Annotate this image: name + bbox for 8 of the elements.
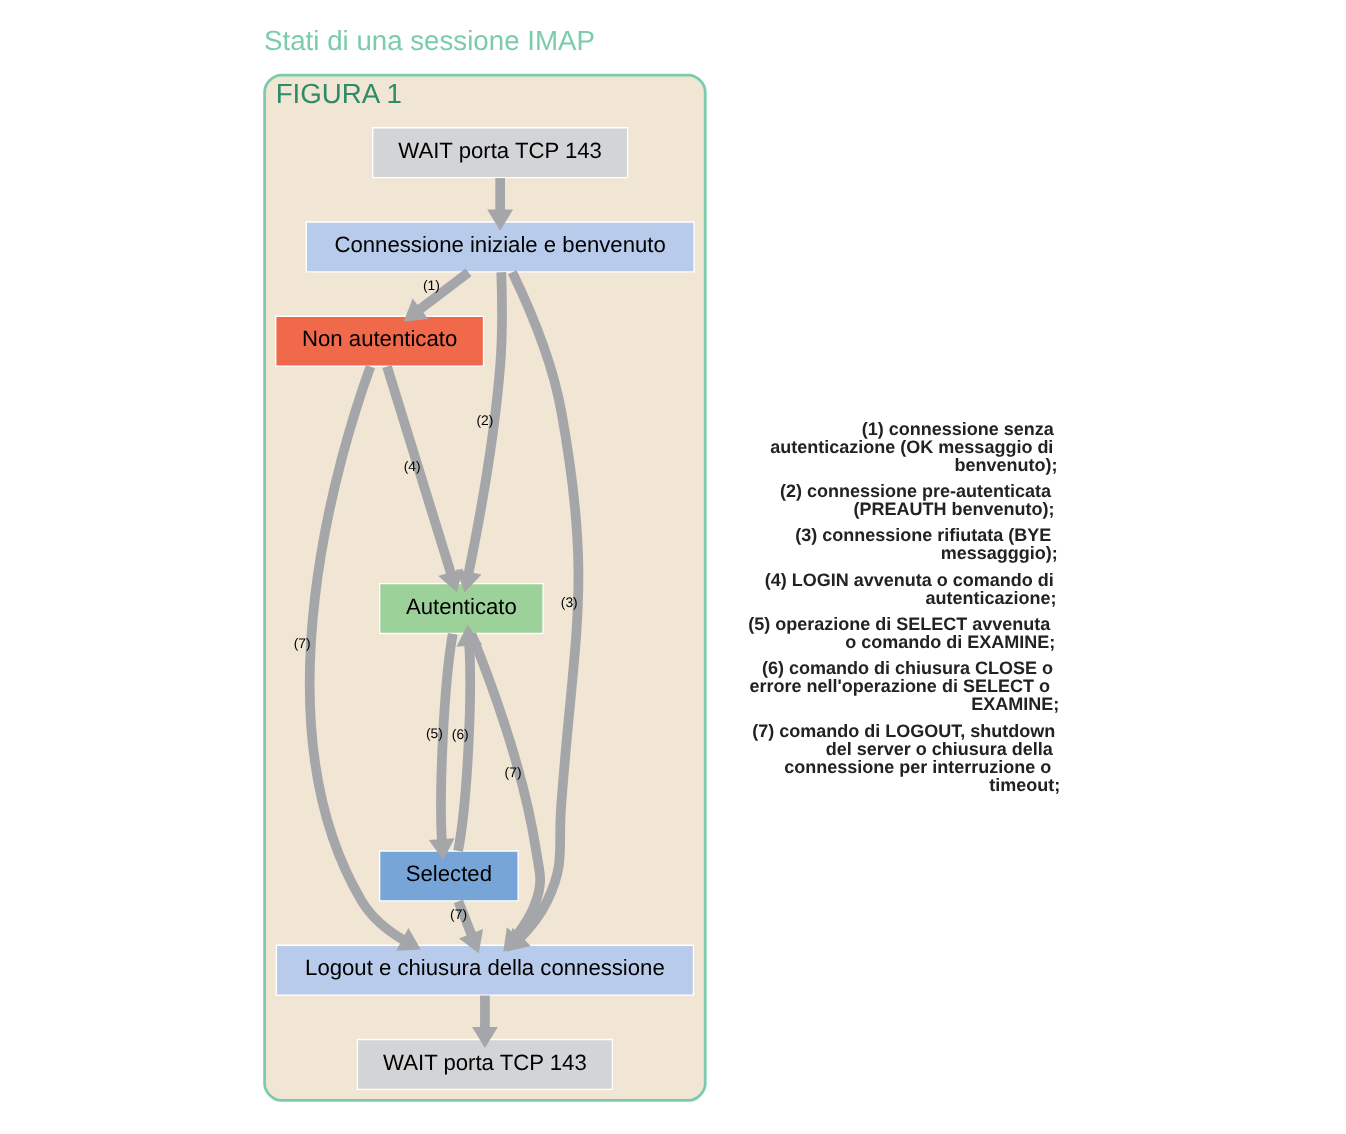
diagram-title: Stati di una sessione IMAP [264,24,595,57]
label: (7) comando di LOGOUT, shutdown del server o chiusura della connessione per interruzione o timeout; [752,720,1061,795]
label: (4) LOGIN avvenuta o comando di autenticazione; [764,569,1057,608]
label: (2) connessione pre-autenticata (PREAUTH benvenuto); [780,480,1055,519]
label: (6) comando di chiusura CLOSE o errore nell'operazione di SELECT o EXAMINE; [749,658,1060,715]
label: (3) connessione rifiutata (BYE messagggio); [795,525,1058,564]
label: (5) operazione di SELECT avvenuta o comando di EXAMINE; [748,613,1056,652]
label: (1) connessione senza autenticazione (OK messaggio di benvenuto); [770,418,1058,475]
